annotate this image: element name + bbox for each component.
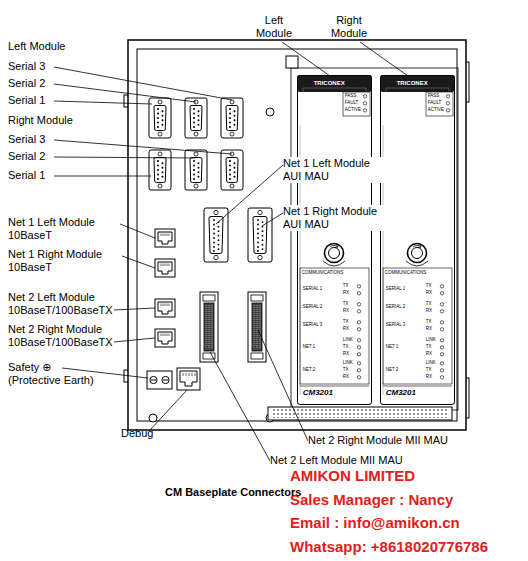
watermark: Sales Manager : Nancy xyxy=(290,490,453,509)
module-faceplate: TRICONEX PASS FAULT ACTIVE COMMUNICATIONS SER… xyxy=(297,75,372,405)
panel-label: FAULT xyxy=(345,101,359,106)
module-callout: Right Module xyxy=(326,14,372,40)
port-callout: Net 2 Left Module MII MAU xyxy=(270,454,403,467)
brand-label: TRICONEX xyxy=(314,80,345,86)
watermark: AMIKON LIMITED xyxy=(290,466,415,485)
port-callout: Serial 2 xyxy=(8,77,45,90)
port-callout: Net 2 Right Module MII MAU xyxy=(308,434,448,447)
panel-label: TX xyxy=(426,284,432,289)
serial-connector xyxy=(185,150,207,190)
mii-connector xyxy=(200,292,218,362)
mii-connector xyxy=(248,292,266,362)
serial-connector xyxy=(221,150,243,190)
panel-label: SERIAL 2 xyxy=(386,305,406,310)
serial-connector xyxy=(149,98,171,138)
port-callout: Serial 3 xyxy=(8,60,45,73)
watermark: Whatsapp: +8618020776786 xyxy=(290,537,488,556)
serial-connector xyxy=(221,98,243,138)
panel-label: ACTIVE xyxy=(428,108,444,113)
panel-label: COMMUNICATIONS xyxy=(385,271,427,276)
port-callout: Net 2 Left Module 10BaseT/100BaseTX xyxy=(8,291,126,317)
ethernet-jack xyxy=(155,329,175,347)
module-callout: Left Module xyxy=(252,14,296,40)
panel-label: RX xyxy=(343,327,349,332)
panel-label: LINK xyxy=(343,338,353,343)
panel-label: TX xyxy=(343,302,349,307)
panel-label: TX xyxy=(426,320,432,325)
panel-label: PASS xyxy=(345,94,357,99)
panel-label: SERIAL 1 xyxy=(386,287,406,292)
panel-label: RX xyxy=(426,352,432,357)
panel-label: LINK xyxy=(426,361,436,366)
panel-label: SERIAL 3 xyxy=(303,323,323,328)
panel-label: NET 2 xyxy=(303,368,316,373)
group-callout: Left Module xyxy=(8,40,65,53)
panel-label: TX xyxy=(426,368,432,373)
panel-label: SERIAL 2 xyxy=(303,305,323,310)
panel-label: NET 2 xyxy=(386,368,399,373)
panel-label: LINK xyxy=(343,361,353,366)
panel-label: TX xyxy=(426,345,432,350)
panel-label: RX xyxy=(426,291,432,296)
panel-label: RX xyxy=(343,291,349,296)
panel-label: CM3201 xyxy=(303,389,333,397)
panel-label: RX xyxy=(343,309,349,314)
baseplate-frame xyxy=(124,40,469,430)
port-callout: Net 2 Right Module 10BaseT/100BaseTX xyxy=(8,323,126,349)
port-callout: Net 1 Left Module AUI MAU xyxy=(283,157,387,183)
panel-label: FAULT xyxy=(428,101,442,106)
panel-label: TX xyxy=(343,284,349,289)
panel-label: LINK xyxy=(426,338,436,343)
panel-label: SERIAL 3 xyxy=(386,323,406,328)
port-callout: Debug xyxy=(121,427,153,440)
earth-terminal xyxy=(147,371,172,389)
ethernet-jack xyxy=(155,259,175,277)
panel-label: TX xyxy=(343,368,349,373)
debug-jack xyxy=(177,368,200,390)
port-callout: Serial 2 xyxy=(8,150,45,163)
panel-label: RX xyxy=(343,375,349,380)
watermark: Email : info@amikon.cn xyxy=(290,513,460,532)
panel-label: RX xyxy=(426,327,432,332)
ethernet-jack xyxy=(155,229,175,247)
port-callout: Net 1 Right Module 10BaseT xyxy=(8,248,126,274)
port-callout: Safety ⊕ (Protective Earth) xyxy=(8,361,101,387)
panel-label: NET 1 xyxy=(386,345,399,350)
leader-lines xyxy=(54,42,408,461)
module-face-art xyxy=(380,75,455,395)
panel-label: TX xyxy=(343,345,349,350)
panel-label: RX xyxy=(426,309,432,314)
serial-connector xyxy=(149,150,171,190)
panel-label: RX xyxy=(343,352,349,357)
aui-connector xyxy=(248,208,272,262)
panel-label: TX xyxy=(426,302,432,307)
port-callout: Serial 3 xyxy=(8,133,45,146)
group-callout: Right Module xyxy=(8,114,73,127)
panel-label: SERIAL 1 xyxy=(303,287,323,292)
panel-label: CM3201 xyxy=(386,389,416,397)
module-face-art xyxy=(297,75,372,395)
panel-label: TX xyxy=(343,320,349,325)
port-callout: Net 1 Right Module AUI MAU xyxy=(283,205,387,231)
port-callout: Net 1 Left Module 10BaseT xyxy=(8,216,126,242)
panel-label: NET 1 xyxy=(303,345,316,350)
panel-label: RX xyxy=(426,375,432,380)
panel-label: COMMUNICATIONS xyxy=(302,271,344,276)
panel-label: ACTIVE xyxy=(345,108,361,113)
ethernet-jack xyxy=(155,299,175,317)
panel-label: PASS xyxy=(428,94,440,99)
figure-caption: CM Baseplate Connectors xyxy=(165,486,301,498)
serial-connector xyxy=(185,98,207,138)
brand-label: TRICONEX xyxy=(397,80,428,86)
port-callout: Serial 1 xyxy=(8,169,45,182)
module-faceplate: TRICONEX PASS FAULT ACTIVE COMMUNICATIONS SER… xyxy=(380,75,455,405)
port-callout: Serial 1 xyxy=(8,94,45,107)
